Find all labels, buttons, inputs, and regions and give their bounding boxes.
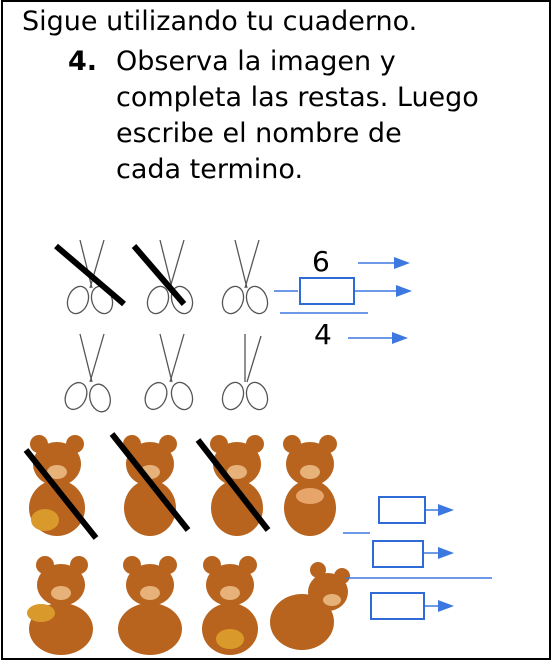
item-line-1: Observa la imagen y — [116, 46, 396, 77]
scissors-icon — [221, 239, 269, 315]
subtrahend-answer-box[interactable] — [299, 277, 355, 305]
scissors-icon — [221, 334, 269, 411]
arrow-icon — [348, 332, 408, 344]
item-line-4: cada termino. — [116, 154, 304, 185]
cross-out-mark — [23, 448, 99, 540]
minuend-answer-box[interactable] — [378, 496, 426, 524]
item-line-3: escribe el nombre de — [116, 118, 402, 149]
intro-text: Sigue utilizando tu cuaderno. — [22, 6, 418, 37]
item-4: 4. Observa la imagen y completa las rest… — [68, 44, 479, 185]
bear-icon — [283, 435, 337, 536]
difference-answer-box[interactable] — [370, 592, 425, 620]
minuend-value: 6 — [312, 245, 330, 278]
bear-icon — [27, 556, 93, 655]
cross-out-mark — [54, 243, 126, 307]
subtrahend-answer-box[interactable] — [372, 540, 424, 568]
scissors-icon — [144, 333, 194, 411]
scissors-icon — [64, 333, 111, 413]
arrow-icon — [426, 504, 454, 516]
arrow-icon — [425, 600, 454, 612]
arrow-icon — [358, 257, 410, 269]
cross-out-mark — [195, 438, 271, 532]
bear-icon — [202, 556, 258, 655]
arrow-icon — [355, 285, 412, 297]
bear-icon — [118, 556, 182, 655]
cross-out-mark — [109, 432, 191, 532]
bear-icon — [270, 562, 350, 650]
difference-value: 4 — [314, 318, 332, 351]
item-line-2: completa las restas. Luego — [116, 82, 479, 113]
scissors-icon — [146, 239, 194, 315]
cross-out-mark — [131, 244, 187, 306]
arrow-icon — [424, 547, 454, 559]
item-number: 4. — [68, 46, 98, 77]
